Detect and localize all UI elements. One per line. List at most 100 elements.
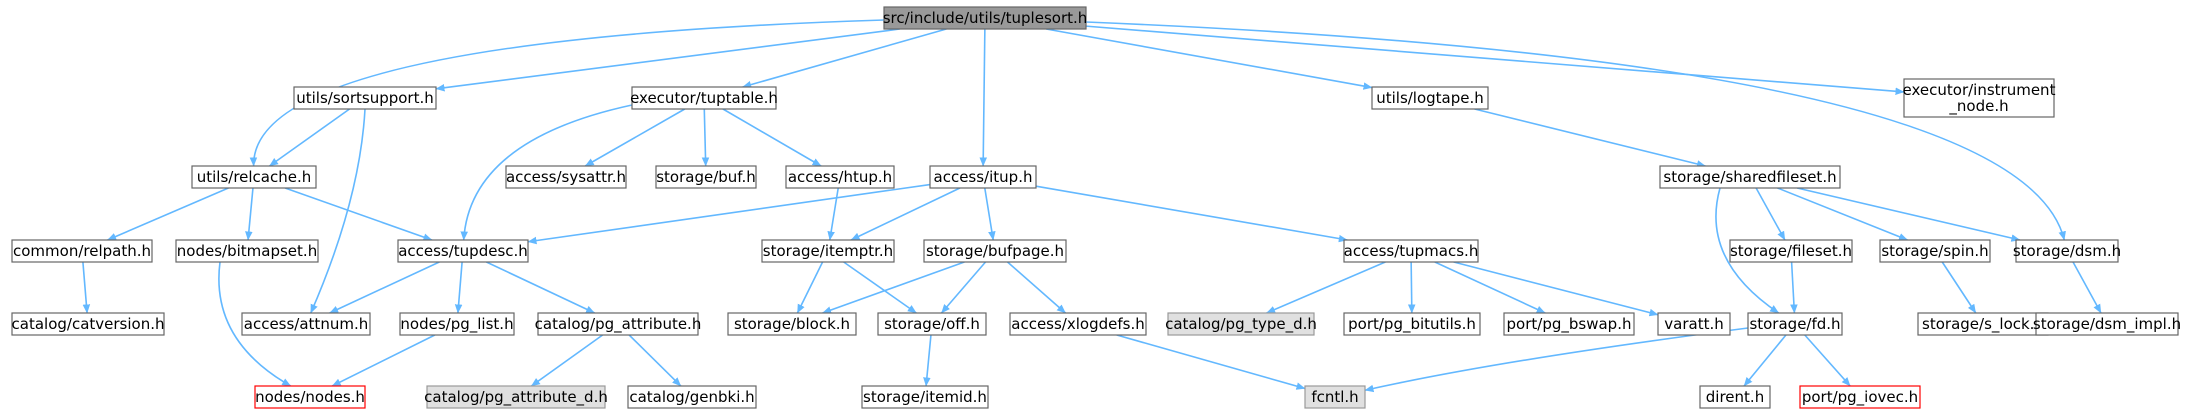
edge-root-to-dsm (1085, 21, 2066, 241)
node-bitutils[interactable]: port/pg_bitutils.h (1343, 312, 1481, 336)
node-label: storage/block.h (734, 315, 850, 333)
edge-root-to-relcache (249, 19, 885, 167)
node-itup[interactable]: access/itup.h (929, 165, 1037, 189)
edge-bufpage-to-xlogdefs (1006, 261, 1067, 314)
node-label: nodes/nodes.h (255, 388, 365, 406)
node-dirent[interactable]: dirent.h (1699, 385, 1771, 409)
edge-sharedfileset-to-fileset (1755, 187, 1786, 241)
node-relcache[interactable]: utils/relcache.h (191, 165, 317, 189)
node-tupdesc[interactable]: access/tupdesc.h (397, 239, 529, 263)
node-pgattr[interactable]: catalog/pg_attribute.h (535, 312, 702, 336)
node-bswap[interactable]: port/pg_bswap.h (1503, 312, 1635, 336)
node-dsmimpl[interactable]: storage/dsm_impl.h (2033, 312, 2181, 336)
node-box-htup (785, 165, 895, 189)
node-pgtyped[interactable]: catalog/pg_type_d.h (1165, 312, 1317, 336)
edge-root-to-sortsupport (435, 28, 900, 92)
node-fd[interactable]: storage/fd.h (1747, 312, 1843, 336)
node-box-spin (1879, 239, 1991, 263)
node-instrument[interactable]: executor/instrument_node.h (1903, 78, 2056, 118)
node-box-pgattr (537, 312, 699, 336)
node-label: catalog/genbki.h (629, 388, 754, 406)
node-label: storage/buf.h (656, 168, 756, 186)
node-tuptable[interactable]: executor/tuptable.h (630, 86, 778, 110)
node-fileset[interactable]: storage/fileset.h (1729, 239, 1853, 263)
node-itemid[interactable]: storage/itemid.h (861, 385, 989, 409)
node-itemptr[interactable]: storage/itemptr.h (761, 239, 895, 263)
edge-tupdesc-to-attnum (329, 261, 440, 314)
node-label: access/tupmacs.h (1344, 242, 1479, 260)
node-sortsupport[interactable]: utils/sortsupport.h (293, 86, 437, 110)
node-box-tupdesc (397, 239, 529, 263)
node-label: common/relpath.h (13, 242, 151, 260)
edge-fileset-to-fd (1790, 261, 1798, 314)
node-label: storage/spin.h (1881, 242, 1988, 260)
node-label: access/itup.h (934, 168, 1033, 186)
node-fcntl[interactable]: fcntl.h (1304, 385, 1366, 409)
node-label: access/xlogdefs.h (1011, 315, 1144, 333)
edge-itemptr-to-block (796, 261, 824, 314)
node-label: storage/fd.h (1749, 315, 1840, 333)
node-box-itemid (861, 385, 989, 409)
edge-tuptable-to-tupdesc (460, 104, 633, 241)
node-box-tupmacs (1343, 239, 1479, 263)
edge-root-to-instrument (1085, 25, 1905, 96)
edge-sortsupport-to-attnum (310, 108, 366, 314)
edge-relpath-to-catversion (82, 261, 91, 314)
node-box-sysattr (505, 165, 627, 189)
node-bitmapset[interactable]: nodes/bitmapset.h (175, 239, 319, 263)
node-box-itup (929, 165, 1037, 189)
node-box-bswap (1503, 312, 1635, 336)
edge-relcache-to-bitmapset (245, 187, 254, 241)
node-logtape[interactable]: utils/logtape.h (1371, 86, 1489, 110)
node-catversion[interactable]: catalog/catversion.h (11, 312, 165, 336)
node-tupmacs[interactable]: access/tupmacs.h (1343, 239, 1479, 263)
edge-off-to-itemid (923, 334, 932, 387)
node-box-dirent (1699, 385, 1771, 409)
node-pglist[interactable]: nodes/pg_list.h (399, 312, 515, 336)
node-box-bitutils (1343, 312, 1481, 336)
edge-xlogdefs-to-fcntl (1116, 334, 1306, 390)
node-box-xlogdefs (1009, 312, 1147, 336)
node-box-fd (1747, 312, 1843, 336)
node-pgattrd[interactable]: catalog/pg_attribute_d.h (424, 385, 608, 409)
node-htup[interactable]: access/htup.h (785, 165, 895, 189)
node-label: utils/relcache.h (197, 168, 312, 186)
node-bufpage[interactable]: storage/bufpage.h (923, 239, 1067, 263)
node-varatt[interactable]: varatt.h (1657, 312, 1731, 336)
node-label: dirent.h (1706, 388, 1764, 406)
node-label: storage/sharedfileset.h (1663, 168, 1836, 186)
edge-fd-to-iovec (1804, 334, 1851, 387)
node-slock[interactable]: storage/s_lock.h (1917, 312, 2049, 336)
node-genbki[interactable]: catalog/genbki.h (627, 385, 757, 409)
edge-htup-to-itemptr (827, 187, 840, 241)
node-dsm[interactable]: storage/dsm.h (2013, 239, 2121, 263)
node-buf[interactable]: storage/buf.h (655, 165, 757, 189)
node-box-tuptable (631, 86, 777, 110)
edge-itup-to-tupdesc (527, 183, 931, 245)
node-box-varatt (1657, 312, 1731, 336)
node-label: port/pg_bitutils.h (1348, 315, 1476, 334)
node-label: utils/logtape.h (1376, 89, 1484, 107)
edge-tuptable-to-htup (722, 108, 822, 167)
node-relpath[interactable]: common/relpath.h (11, 239, 153, 263)
node-xlogdefs[interactable]: access/xlogdefs.h (1009, 312, 1147, 336)
node-spin[interactable]: storage/spin.h (1879, 239, 1991, 263)
node-label: port/pg_iovec.h (1802, 388, 1918, 407)
node-block[interactable]: storage/block.h (727, 312, 857, 336)
edge-tupdesc-to-pglist (454, 261, 463, 314)
node-label: catalog/catversion.h (12, 315, 165, 333)
edges (82, 19, 2102, 393)
node-sharedfileset[interactable]: storage/sharedfileset.h (1659, 165, 1841, 189)
node-label: access/tupdesc.h (398, 242, 528, 260)
edge-tupmacs-to-bswap (1434, 261, 1546, 314)
node-iovec[interactable]: port/pg_iovec.h (1799, 385, 1921, 409)
node-nodes[interactable]: nodes/nodes.h (254, 385, 366, 409)
node-sysattr[interactable]: access/sysattr.h (505, 165, 627, 189)
node-box-root (883, 6, 1087, 30)
node-off[interactable]: storage/off.h (877, 312, 987, 336)
node-box-pgtyped (1167, 312, 1315, 336)
edge-relcache-to-tupdesc (284, 187, 433, 241)
node-box-nodes (254, 385, 366, 409)
node-attnum[interactable]: access/attnum.h (241, 312, 371, 336)
